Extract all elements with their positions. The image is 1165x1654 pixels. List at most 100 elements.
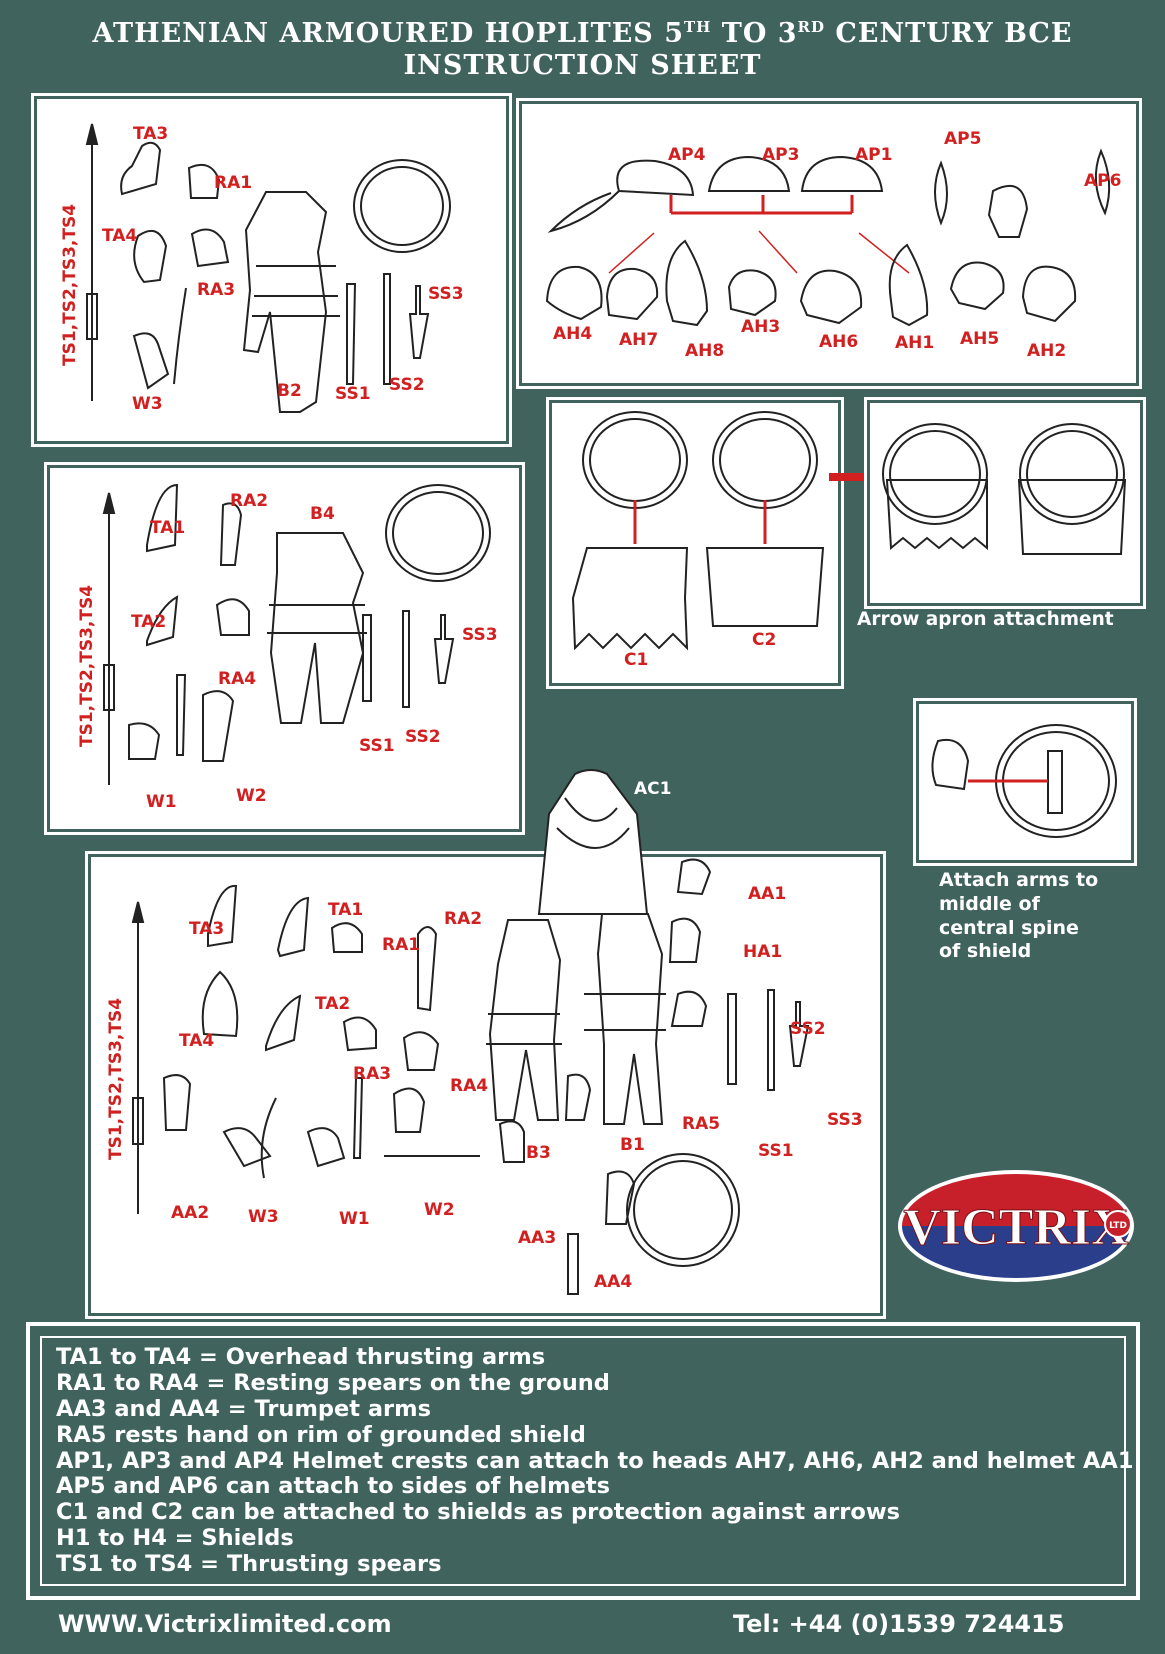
part-label: RA2 — [230, 491, 269, 511]
shield-note-line: central spine — [939, 917, 1079, 939]
crest-label: AP1 — [855, 145, 893, 165]
part-label: TA1 — [328, 900, 364, 920]
part-label: SS3 — [827, 1110, 863, 1130]
part-label: SS2 — [389, 375, 425, 395]
crest-label: AP5 — [944, 129, 982, 149]
aprons-drawing — [571, 411, 825, 651]
head-label: AH5 — [960, 329, 1000, 349]
part-label: SS2 — [790, 1019, 826, 1039]
part-label: TA4 — [179, 1031, 215, 1051]
head-label: AH8 — [685, 341, 725, 361]
part-label: SS3 — [428, 284, 464, 304]
part-label: W3 — [248, 1207, 279, 1227]
part-label: RA4 — [218, 669, 257, 689]
apron-label: C1 — [624, 650, 649, 670]
legend-inner-border — [40, 1336, 1126, 1586]
part-label: W1 — [339, 1209, 370, 1229]
legend-line: C1 and C2 can be attached to shields as … — [56, 1499, 901, 1525]
shield-attach-panel — [913, 698, 1137, 866]
part-label: W1 — [146, 792, 177, 812]
part-label: TA1 — [150, 518, 186, 538]
part-label: SS1 — [359, 736, 395, 756]
legend-line: AA3 and AA4 = Trumpet arms — [56, 1396, 431, 1422]
part-label: TA4 — [102, 226, 138, 246]
head-label: AH7 — [619, 330, 659, 350]
apron-label: C2 — [752, 630, 777, 650]
part-label: TA3 — [133, 124, 169, 144]
assembled-aprons-panel — [864, 397, 1146, 609]
shield-note-line: middle of — [939, 893, 1040, 915]
legend-box: TA1 to TA4 = Overhead thrusting arms RA1… — [26, 1322, 1140, 1600]
sprue-b4-drawing — [102, 483, 491, 785]
part-label: TA2 — [315, 994, 351, 1014]
crest-label: AP6 — [1084, 171, 1122, 191]
part-label: AA1 — [748, 884, 787, 904]
part-label: SS1 — [758, 1141, 794, 1161]
head-label: AH2 — [1027, 341, 1067, 361]
part-label: RA4 — [450, 1076, 489, 1096]
crest-label: AP4 — [668, 145, 706, 165]
sprue-panel-b4: RA2 TA1 B4 TA2 SS3 RA4 SS1 SS2 W1 W2 TS1… — [44, 462, 525, 835]
sprue-large-drawing — [131, 858, 810, 1295]
head-label: AH1 — [895, 333, 935, 353]
shield-note-line: Attach arms to — [939, 869, 1099, 891]
part-label: AC1 — [634, 779, 672, 799]
part-label: B1 — [620, 1135, 645, 1155]
logo-ltd: LTD — [1109, 1221, 1127, 1231]
victrix-logo-graphic: VICTRIX LTD — [898, 1170, 1134, 1282]
part-label: W2 — [424, 1200, 455, 1220]
crest-label: AP3 — [762, 145, 800, 165]
part-label: TA3 — [189, 919, 225, 939]
apron-caption: Arrow apron attachment — [857, 609, 1114, 630]
part-label: W3 — [132, 394, 163, 414]
legend-line: TS1 to TS4 = Thrusting spears — [56, 1551, 442, 1577]
sprue-panel-helmets: AP4 AP3 AP1 AP5 AP6 AH4 AH7 AH8 AH3 AH6 … — [516, 98, 1142, 389]
part-label: W2 — [236, 786, 267, 806]
spear-label: TS1,TS2,TS3,TS4 — [60, 203, 80, 366]
apron-connector — [829, 473, 865, 481]
head-label: AH4 — [553, 324, 593, 344]
legend-line: H1 to H4 = Shields — [56, 1525, 294, 1551]
spear-label: TS1,TS2,TS3,TS4 — [77, 584, 97, 747]
title-line-1: ATHENIAN ARMOURED HOPLITES 5TH TO 3RD CE… — [92, 18, 1073, 49]
part-label: SS1 — [335, 384, 371, 404]
part-label: RA1 — [382, 935, 421, 955]
cloak-ac1-drawing — [537, 769, 649, 915]
part-label: B2 — [277, 381, 302, 401]
spear-label: TS1,TS2,TS3,TS4 — [106, 997, 126, 1160]
part-label: B3 — [526, 1143, 551, 1163]
sprue-panel-large: AA1 TA3 TA1 RA2 RA1 HA1 TA4 TA2 SS2 RA3 … — [85, 851, 886, 1319]
part-label: HA1 — [743, 942, 783, 962]
phone-number: Tel: +44 (0)1539 724415 — [733, 1610, 1065, 1638]
shield-attach-drawing — [931, 724, 1117, 838]
victrix-logo: VICTRIX LTD — [896, 1168, 1138, 1284]
legend-line: AP1, AP3 and AP4 Helmet crests can attac… — [56, 1448, 1134, 1474]
part-label: SS3 — [462, 625, 498, 645]
part-label: RA1 — [214, 173, 253, 193]
head-label: AH3 — [741, 317, 781, 337]
website-link[interactable]: WWW.Victrixlimited.com — [58, 1610, 392, 1638]
legend-line: RA1 to RA4 = Resting spears on the groun… — [56, 1370, 610, 1396]
part-label: RA3 — [197, 280, 236, 300]
part-label: SS2 — [405, 727, 441, 747]
part-label: AA3 — [518, 1228, 557, 1248]
title-line-2: INSTRUCTION SHEET — [403, 50, 762, 81]
logo-text: VICTRIX — [903, 1199, 1128, 1256]
legend-line: TA1 to TA4 = Overhead thrusting arms — [56, 1344, 546, 1370]
sprue-b2-drawing — [85, 123, 451, 413]
head-label: AH6 — [819, 332, 859, 352]
legend-line: AP5 and AP6 can attach to sides of helme… — [56, 1473, 611, 1499]
part-label: RA3 — [353, 1064, 392, 1084]
assembled-aprons-drawing — [882, 423, 1127, 555]
part-label: TA2 — [131, 612, 167, 632]
sprue-panel-aprons: C1 C2 — [546, 397, 844, 689]
shield-note-line: of shield — [939, 940, 1032, 962]
helmets-drawing — [545, 148, 1111, 327]
part-label: AA4 — [594, 1272, 633, 1292]
sprue-panel-b2: TA3 RA1 TA4 RA3 SS3 W3 B2 SS1 SS2 TS1,TS… — [31, 93, 512, 447]
part-label: RA2 — [444, 909, 483, 929]
part-label: AA2 — [171, 1203, 210, 1223]
part-label: RA5 — [682, 1114, 721, 1134]
part-label: B4 — [310, 504, 335, 524]
legend-line: RA5 rests hand on rim of grounded shield — [56, 1422, 586, 1448]
